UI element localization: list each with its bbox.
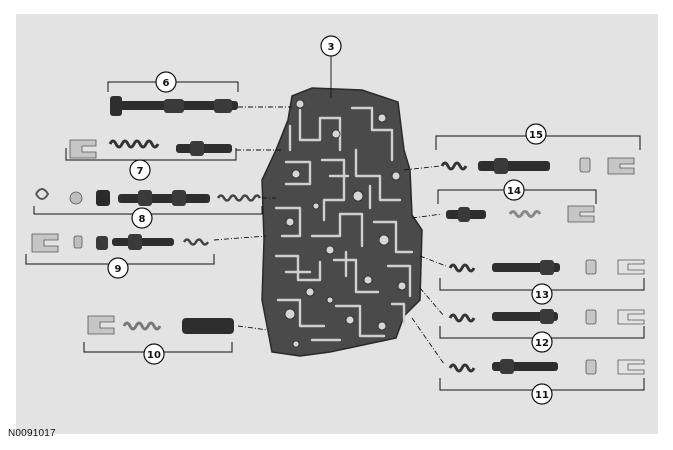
svg-text:13: 13 — [535, 290, 549, 301]
svg-text:11: 11 — [535, 390, 549, 401]
figure-id-label: N0091017 — [8, 428, 56, 439]
callout-13: 13 — [531, 283, 553, 305]
callout-10: 10 — [143, 343, 165, 365]
svg-text:15: 15 — [529, 130, 543, 141]
svg-text:6: 6 — [163, 78, 170, 89]
part-group-14 — [446, 205, 595, 223]
part-group-11 — [448, 359, 645, 375]
part-group-9 — [31, 233, 210, 253]
part-group-6 — [110, 96, 238, 116]
part-group-12 — [448, 309, 645, 325]
part-group-10 — [87, 315, 234, 335]
callout-8: 8 — [131, 207, 153, 229]
leader-lines — [213, 106, 447, 365]
callout-7: 7 — [129, 159, 151, 181]
valve-body-holes — [284, 99, 407, 348]
callouts: 3 6 7 8 9 10 11 12 — [107, 35, 553, 405]
svg-text:12: 12 — [535, 338, 549, 349]
callout-9: 9 — [107, 257, 129, 279]
svg-text:3: 3 — [328, 42, 335, 53]
svg-text:9: 9 — [115, 264, 122, 275]
callout-15: 15 — [525, 123, 547, 145]
part-group-7 — [69, 139, 232, 159]
svg-text:7: 7 — [137, 166, 144, 177]
svg-text:8: 8 — [139, 214, 146, 225]
svg-text:10: 10 — [147, 350, 161, 361]
callout-12: 12 — [531, 331, 553, 353]
part-group-8 — [35, 188, 262, 206]
callout-3: 3 — [320, 35, 342, 57]
part-group-13 — [448, 259, 645, 275]
bracket-7 — [65, 148, 237, 161]
part-group-15 — [440, 157, 635, 175]
valve-body — [261, 87, 423, 357]
callout-11: 11 — [531, 383, 553, 405]
svg-text:14: 14 — [507, 186, 521, 197]
valve-body-channels — [274, 106, 414, 342]
callout-6: 6 — [155, 71, 177, 93]
callout-14: 14 — [503, 179, 525, 201]
